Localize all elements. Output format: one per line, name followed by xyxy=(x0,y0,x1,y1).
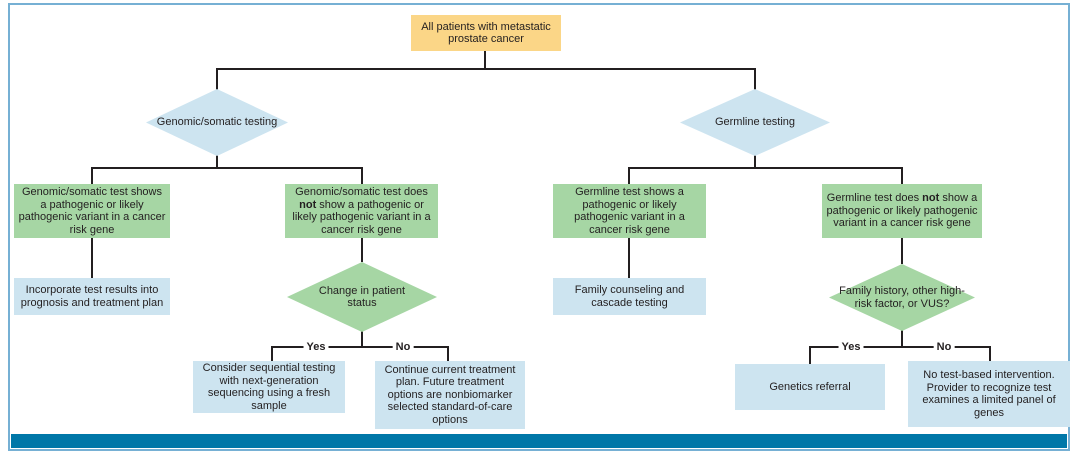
edge-germline-diamond-down xyxy=(754,155,756,169)
edge-to-family-counseling xyxy=(628,238,630,278)
node-change-in-status: Change in patient status xyxy=(287,262,437,332)
node-somatic-decision: Genomic/somatic testing xyxy=(146,89,288,156)
node-germline-decision: Germline testing xyxy=(680,89,830,156)
edge-to-genetics-referral xyxy=(809,346,811,364)
edge-to-germline-negative xyxy=(901,167,903,184)
node-root: All patients with metastatic prostate ca… xyxy=(411,15,561,51)
edge-to-somatic-positive xyxy=(91,167,93,184)
node-family-counseling: Family counseling and cascade testing xyxy=(553,278,706,315)
edge-to-continue xyxy=(447,346,449,361)
edge-change-split xyxy=(271,346,449,348)
node-germline-positive: Germline test shows a pathogenic or like… xyxy=(553,184,706,238)
label-germline-yes: Yes xyxy=(838,340,864,354)
edge-to-germline-positive xyxy=(628,167,630,184)
edge-history-diamond-down xyxy=(901,330,903,347)
node-incorporate-results: Incorporate test results into prognosis … xyxy=(14,278,170,315)
node-genetics-referral: Genetics referral xyxy=(735,364,885,410)
edge-to-somatic-negative xyxy=(361,167,363,184)
edge-change-diamond-down xyxy=(361,331,363,348)
node-somatic-negative: Genomic/somatic test does not show a pat… xyxy=(285,184,438,238)
footer-bar xyxy=(11,434,1067,448)
edge-to-incorporate xyxy=(91,238,93,278)
node-germline-negative: Germline test does not show a pathogenic… xyxy=(822,184,982,238)
label-somatic-yes: Yes xyxy=(303,340,329,354)
edge-to-consider xyxy=(271,346,273,361)
edge-top-split xyxy=(216,68,756,70)
edge-to-germline-diamond xyxy=(754,68,756,90)
node-family-history: Family history, other high-risk factor, … xyxy=(829,264,975,331)
label-somatic-no: No xyxy=(392,340,414,354)
edge-root-down xyxy=(484,50,486,68)
edge-to-no-test xyxy=(989,346,991,361)
edge-to-history-diamond xyxy=(901,238,903,264)
node-continue-treatment: Continue current treatment plan. Future … xyxy=(375,361,525,429)
edge-to-somatic-diamond xyxy=(216,68,218,90)
edge-history-split xyxy=(809,346,991,348)
label-germline-no: No xyxy=(933,340,955,354)
node-somatic-positive: Genomic/somatic test shows a pathogenic … xyxy=(14,184,170,238)
edge-germline-split xyxy=(628,167,903,169)
edge-to-change-diamond xyxy=(361,238,363,262)
node-consider-sequential: Consider sequential testing with next-ge… xyxy=(193,361,345,413)
edge-somatic-diamond-down xyxy=(216,155,218,169)
edge-somatic-split xyxy=(91,167,363,169)
node-no-test-intervention: No test-based intervention. Provider to … xyxy=(908,361,1070,427)
